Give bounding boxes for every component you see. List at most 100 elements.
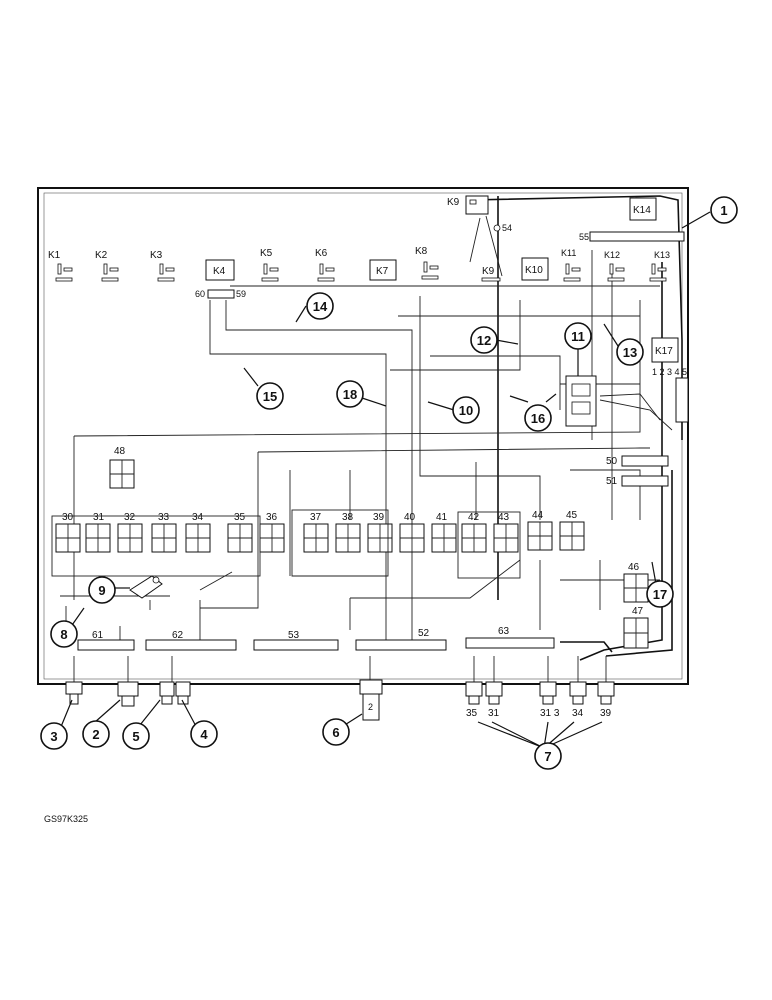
svg-text:62: 62 — [172, 630, 184, 641]
svg-text:63: 63 — [498, 626, 510, 637]
svg-text:59: 59 — [236, 289, 246, 299]
cable-label-31: 31 — [488, 708, 500, 719]
svg-text:16: 16 — [531, 411, 545, 426]
module-43: 43 — [493, 512, 519, 553]
callout-7: 7 — [534, 742, 562, 770]
relay-k4-label: K4 — [213, 266, 226, 277]
cable-label-34: 34 — [572, 708, 584, 719]
relay-k1-label: K1 — [48, 250, 61, 261]
relay-k8-label: K8 — [415, 246, 428, 257]
callout-1: 1 — [710, 196, 738, 224]
svg-text:45: 45 — [566, 510, 578, 521]
svg-text:9: 9 — [98, 583, 105, 598]
cable-label-39: 39 — [600, 708, 612, 719]
k17-pin-labels: 1 2 3 4 5 — [652, 367, 687, 377]
relay-k13-label: K13 — [654, 250, 670, 260]
gland-5 — [159, 681, 175, 705]
relay-k10-label: K10 — [525, 265, 543, 276]
gland-34 — [569, 681, 587, 705]
svg-text:47: 47 — [632, 606, 644, 617]
relay-k13: K13 — [649, 250, 670, 282]
relay-k17-label: K17 — [655, 346, 673, 357]
connector-54: 54 — [493, 223, 512, 233]
callout-8: 8 — [50, 620, 78, 648]
svg-text:32: 32 — [124, 512, 136, 523]
module-41: 41 — [431, 512, 457, 553]
gland-313 — [539, 681, 557, 705]
gland-6-label: 2 — [368, 702, 373, 712]
svg-text:54: 54 — [502, 223, 512, 233]
svg-text:31: 31 — [93, 512, 105, 523]
module-30: 30 — [55, 512, 81, 553]
svg-text:13: 13 — [623, 345, 637, 360]
relay-k9-bottom: K9 — [481, 266, 501, 282]
module-47: 47 — [623, 606, 649, 649]
relay-k9-top: K9 — [447, 195, 489, 215]
connector-62: 62 — [145, 630, 237, 651]
svg-text:42: 42 — [468, 512, 480, 523]
module-35: 35 — [227, 512, 253, 553]
relay-k10: K10 — [521, 257, 549, 281]
gland-35 — [465, 681, 483, 705]
callout-18: 18 — [336, 380, 364, 408]
gland-39 — [597, 681, 615, 705]
cable-label-313: 31 3 — [540, 708, 560, 719]
callout-9: 9 — [88, 576, 116, 604]
svg-text:1: 1 — [720, 203, 727, 218]
relay-k3: K3 — [150, 250, 175, 282]
svg-text:37: 37 — [310, 512, 322, 523]
module-36: 36 — [259, 512, 285, 553]
callout-4: 4 — [190, 720, 218, 748]
relay-k6-label: K6 — [315, 248, 328, 259]
callout-15: 15 — [256, 382, 284, 410]
callout-10: 10 — [452, 396, 480, 424]
component-9-plug — [129, 575, 163, 599]
connector-60-59: 60 59 — [195, 289, 246, 299]
relay-k11: K11 — [561, 248, 581, 282]
svg-text:11: 11 — [571, 329, 585, 344]
module-48: 48 — [109, 446, 135, 489]
callout-5: 5 — [122, 722, 150, 750]
connector-61: 61 — [77, 630, 135, 651]
relay-k7-label: K7 — [376, 266, 389, 277]
relay-k7: K7 — [369, 259, 397, 281]
callout-2: 2 — [82, 720, 110, 748]
module-33: 33 — [151, 512, 177, 553]
relay-k5: K5 — [260, 248, 279, 282]
gland-31 — [485, 681, 503, 705]
gland-4 — [175, 681, 191, 705]
svg-text:8: 8 — [60, 627, 67, 642]
svg-text:60: 60 — [195, 289, 205, 299]
svg-text:50: 50 — [606, 456, 618, 467]
svg-text:55: 55 — [579, 232, 589, 242]
svg-text:40: 40 — [404, 512, 416, 523]
gland-2 — [117, 681, 139, 707]
module-37: 37 — [303, 512, 329, 553]
svg-text:43: 43 — [498, 512, 510, 523]
svg-text:53: 53 — [288, 630, 300, 641]
relay-k12: K12 — [604, 250, 625, 282]
svg-text:6: 6 — [332, 725, 339, 740]
svg-text:36: 36 — [266, 512, 278, 523]
svg-text:30: 30 — [62, 512, 74, 523]
svg-text:2: 2 — [92, 727, 99, 742]
relay-k14-label: K14 — [633, 205, 651, 216]
module-31: 31 — [85, 512, 111, 553]
svg-text:48: 48 — [114, 446, 126, 457]
module-40: 40 — [399, 512, 425, 553]
connector-55: 55 — [579, 231, 685, 242]
svg-text:3: 3 — [50, 729, 57, 744]
svg-text:51: 51 — [606, 476, 618, 487]
callout-16: 16 — [524, 404, 552, 432]
module-45: 45 — [559, 510, 585, 551]
cable-label-35: 35 — [466, 708, 478, 719]
relay-k4: K4 — [205, 259, 235, 281]
connector-51: 51 — [606, 475, 669, 487]
svg-text:35: 35 — [234, 512, 246, 523]
module-32: 32 — [117, 512, 143, 553]
svg-text:7: 7 — [544, 749, 551, 764]
svg-text:14: 14 — [313, 299, 328, 314]
module-38: 38 — [335, 512, 361, 553]
connector-53: 53 — [253, 630, 339, 651]
